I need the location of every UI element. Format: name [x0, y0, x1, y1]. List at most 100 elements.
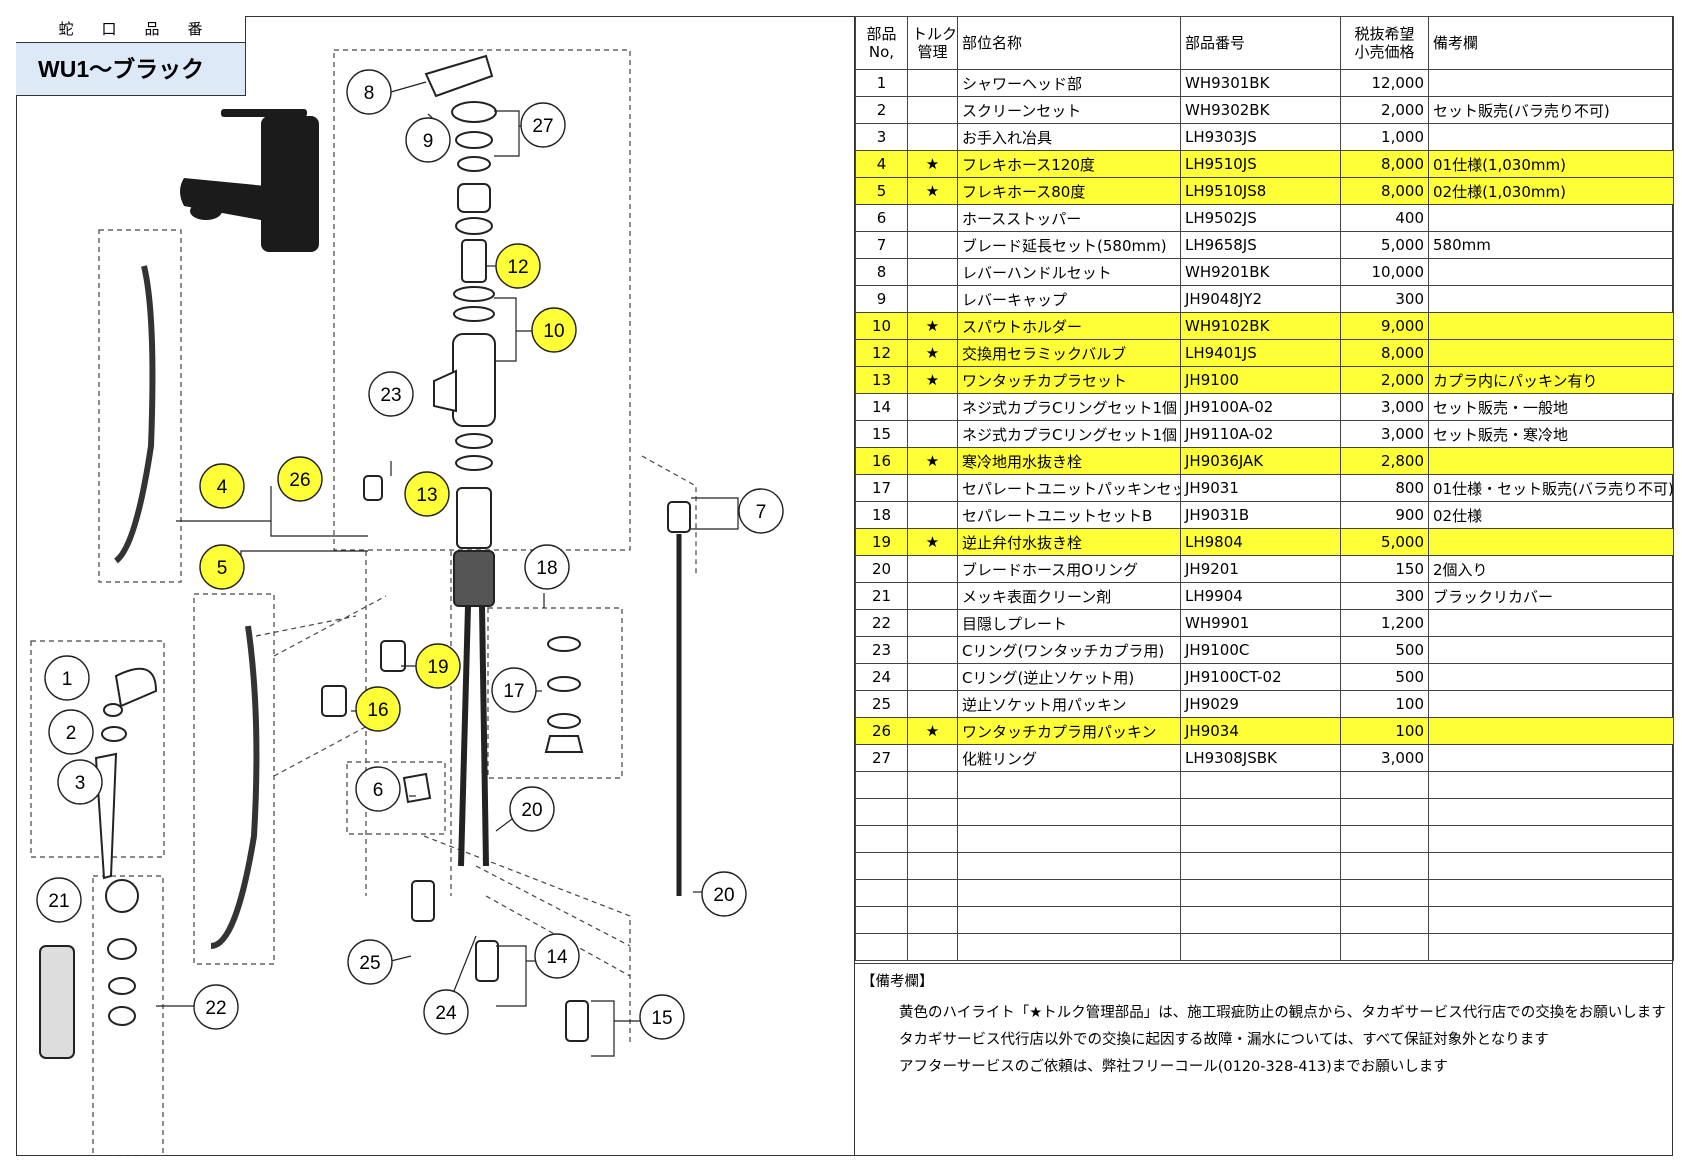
cell-empty [957, 825, 1181, 853]
callout-circle [355, 766, 401, 812]
cell-price: 500 [1340, 636, 1429, 664]
callout-circle [347, 939, 393, 985]
cell-price: 3,000 [1340, 744, 1429, 772]
cell-empty [855, 798, 908, 826]
cell-empty [1428, 879, 1674, 907]
cell-remarks: 02仕様 [1428, 501, 1674, 529]
callout-number: 2 [66, 723, 77, 744]
callout-number: 3 [75, 773, 86, 794]
cell-partno: LH9658JS [1180, 231, 1341, 259]
cell-partno: JH9201 [1180, 555, 1341, 583]
callout-circle [531, 307, 577, 353]
table-row-empty [855, 852, 1674, 880]
cell-partno: WH9201BK [1180, 258, 1341, 286]
cell-remarks: 01仕様(1,030mm) [1428, 150, 1674, 178]
cell-remarks [1428, 285, 1674, 313]
cell-empty [855, 771, 908, 799]
cell-empty [855, 825, 908, 853]
cell-no: 4 [855, 150, 908, 178]
cell-name: フレキホース120度 [957, 150, 1181, 178]
callout-number: 12 [507, 257, 528, 278]
cell-price: 5,000 [1340, 528, 1429, 556]
cell-name: ブレードホース用Oリング [957, 555, 1181, 583]
cell-no: 26 [855, 717, 908, 745]
cell-partno: JH9100 [1180, 366, 1341, 394]
callout-circle [415, 643, 461, 689]
cell-star [907, 636, 958, 664]
cell-empty [957, 933, 1181, 961]
cell-partno: LH9401JS [1180, 339, 1341, 367]
col-remarks: 備考欄 [1428, 16, 1674, 70]
cell-no: 16 [855, 447, 908, 475]
callout-circle [368, 371, 414, 417]
cell-empty [1340, 771, 1429, 799]
cell-empty [1180, 852, 1341, 880]
cell-empty [1428, 825, 1674, 853]
cell-remarks [1428, 690, 1674, 718]
col-partno: 部品番号 [1180, 16, 1341, 70]
cell-empty [855, 879, 908, 907]
cell-no: 8 [855, 258, 908, 286]
cell-star: ★ [907, 339, 958, 367]
cell-partno: WH9301BK [1180, 69, 1341, 97]
cell-remarks: 02仕様(1,030mm) [1428, 177, 1674, 205]
cell-remarks: セット販売・一般地 [1428, 393, 1674, 421]
cell-partno: JH9029 [1180, 690, 1341, 718]
cell-partno: JH9031 [1180, 474, 1341, 502]
cell-name: フレキホース80度 [957, 177, 1181, 205]
cell-price: 1,000 [1340, 123, 1429, 151]
cell-name: セパレートユニットパッキンセット [957, 474, 1181, 502]
callout-number: 7 [756, 502, 767, 523]
cell-empty [907, 906, 958, 934]
cell-star: ★ [907, 528, 958, 556]
cell-no: 7 [855, 231, 908, 259]
cell-empty [855, 933, 908, 961]
cell-price: 2,800 [1340, 447, 1429, 475]
cell-no: 22 [855, 609, 908, 637]
cell-no: 17 [855, 474, 908, 502]
cell-price: 2,000 [1340, 96, 1429, 124]
cell-empty [1428, 906, 1674, 934]
cell-empty [1180, 798, 1341, 826]
callout-number: 15 [651, 1008, 672, 1029]
cell-remarks [1428, 744, 1674, 772]
cell-empty [1428, 771, 1674, 799]
callout-circle [44, 655, 90, 701]
cell-partno: JH9110A-02 [1180, 420, 1341, 448]
parts-drawing: 1234567891012131415161718192020212223242… [30, 49, 784, 1156]
callout-number: 19 [427, 657, 448, 678]
callout-number: 25 [359, 953, 380, 974]
cell-price: 400 [1340, 204, 1429, 232]
cell-price: 100 [1340, 717, 1429, 745]
cell-empty [855, 852, 908, 880]
cell-no: 20 [855, 555, 908, 583]
cell-partno: WH9302BK [1180, 96, 1341, 124]
callout-circle [355, 686, 401, 732]
callout-number: 9 [423, 131, 434, 152]
cell-name: ワンタッチカプラセット [957, 366, 1181, 394]
cell-remarks [1428, 447, 1674, 475]
model-box: 蛇口品番 WU1～ブラック [16, 16, 246, 96]
cell-star [907, 501, 958, 529]
cell-partno: JH9031B [1180, 501, 1341, 529]
cell-empty [907, 825, 958, 853]
cell-partno: JH9100A-02 [1180, 393, 1341, 421]
cell-name: 寒冷地用水抜き栓 [957, 447, 1181, 475]
cell-price: 8,000 [1340, 339, 1429, 367]
cell-name: Cリング(ワンタッチカプラ用) [957, 636, 1181, 664]
cell-no: 25 [855, 690, 908, 718]
cell-empty [1340, 933, 1429, 961]
callout-circle [534, 933, 580, 979]
cell-name: ワンタッチカプラ用パッキン [957, 717, 1181, 745]
note-line-3: アフターサービスのご依頼は、弊社フリーコール(0120-328-413)までお願… [899, 1059, 1448, 1075]
cell-price: 800 [1340, 474, 1429, 502]
callout-number: 16 [367, 700, 388, 721]
cell-star [907, 690, 958, 718]
